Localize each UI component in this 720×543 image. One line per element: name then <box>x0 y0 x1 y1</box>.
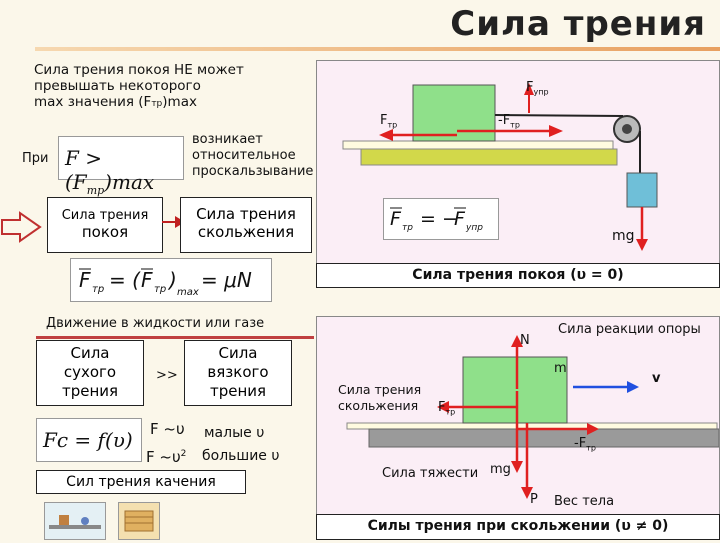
viscous-friction-box: Сила вязкого трения <box>184 340 292 406</box>
svg-text:тр: тр <box>402 223 413 233</box>
velocity-label: v <box>652 371 661 386</box>
mg-label-top: mg <box>612 228 635 244</box>
f-proportional-v: F ~υ <box>150 420 185 438</box>
arrow-right-icon <box>1 211 42 243</box>
mg-label-bottom: mg <box>490 462 511 477</box>
formula-max-mu-n: F тр = ( F тр ) max = μN <box>70 258 272 302</box>
svg-text:F: F <box>141 268 153 292</box>
minus-f-tr-label: -Fтр <box>498 113 520 130</box>
f-tr-label-bottom: Fтр <box>438 400 456 417</box>
svg-text:max: max <box>177 287 199 298</box>
reaction-label: Сила реакции опоры <box>558 322 701 337</box>
minus-f-tr-label-bottom: -Fтр <box>574 436 596 453</box>
static-friction-statement: Сила трения покоя НЕ может превышать нек… <box>34 62 244 110</box>
large-speeds-label: большие υ <box>202 448 280 464</box>
n-label: N <box>520 333 530 348</box>
mass-label: m <box>554 361 567 376</box>
dry-friction-box: Сила сухого трения <box>36 340 144 406</box>
rolling-thumbnail-1[interactable] <box>44 502 106 540</box>
sliding-friction-diagram <box>316 316 720 516</box>
svg-text:= μN: = μN <box>201 268 252 292</box>
weight-label: Вес тела <box>554 494 615 509</box>
svg-text:= (: = ( <box>109 268 141 292</box>
formula-f-greater: F > (Fтр)max <box>58 136 184 197</box>
sliding-caption: Силы трения при скольжении (υ ≠ 0) <box>316 514 720 540</box>
formula-fc: Fc = f(υ) <box>36 418 142 462</box>
rolling-thumbnail-2[interactable] <box>118 502 160 540</box>
svg-text:тр: тр <box>92 284 104 295</box>
much-greater-sign: >> <box>156 368 178 383</box>
p-label: P <box>530 492 538 507</box>
static-caption: Сила трения покоя (υ = 0) <box>316 263 720 288</box>
svg-text:): ) <box>167 268 177 292</box>
rolling-friction-box: Сил трения качения <box>36 470 246 494</box>
svg-text:F: F <box>454 208 466 230</box>
title-underline <box>35 47 720 51</box>
fluid-divider <box>36 336 314 339</box>
f-tr-label: Fтр <box>380 113 398 130</box>
sliding-friction-label: Сила трения скольжения <box>338 382 422 413</box>
svg-text:упр: упр <box>465 223 483 233</box>
svg-text:F: F <box>79 268 91 292</box>
gravity-label: Сила тяжести <box>382 466 479 481</box>
f-upr-label: Fупр <box>526 80 549 97</box>
f-proportional-v2: F ~υ2 <box>146 448 187 466</box>
static-friction-diagram <box>316 60 720 266</box>
svg-text:= −: = − <box>420 208 458 230</box>
sliding-friction-box: Сила трения скольжения <box>180 197 312 253</box>
pri-label: При <box>22 151 49 166</box>
static-friction-box: Сила трения покоя <box>47 197 163 253</box>
page-title: Сила трения <box>450 4 706 44</box>
formula-ftr-fupr: F тр = − F упр <box>383 198 499 240</box>
arises-text: возникает относительное проскальзывание <box>192 132 314 179</box>
fluid-motion-title: Движение в жидкости или газе <box>46 316 265 331</box>
svg-text:F: F <box>390 208 402 230</box>
small-speeds-label: малые υ <box>204 425 265 441</box>
svg-text:тр: тр <box>154 284 166 295</box>
